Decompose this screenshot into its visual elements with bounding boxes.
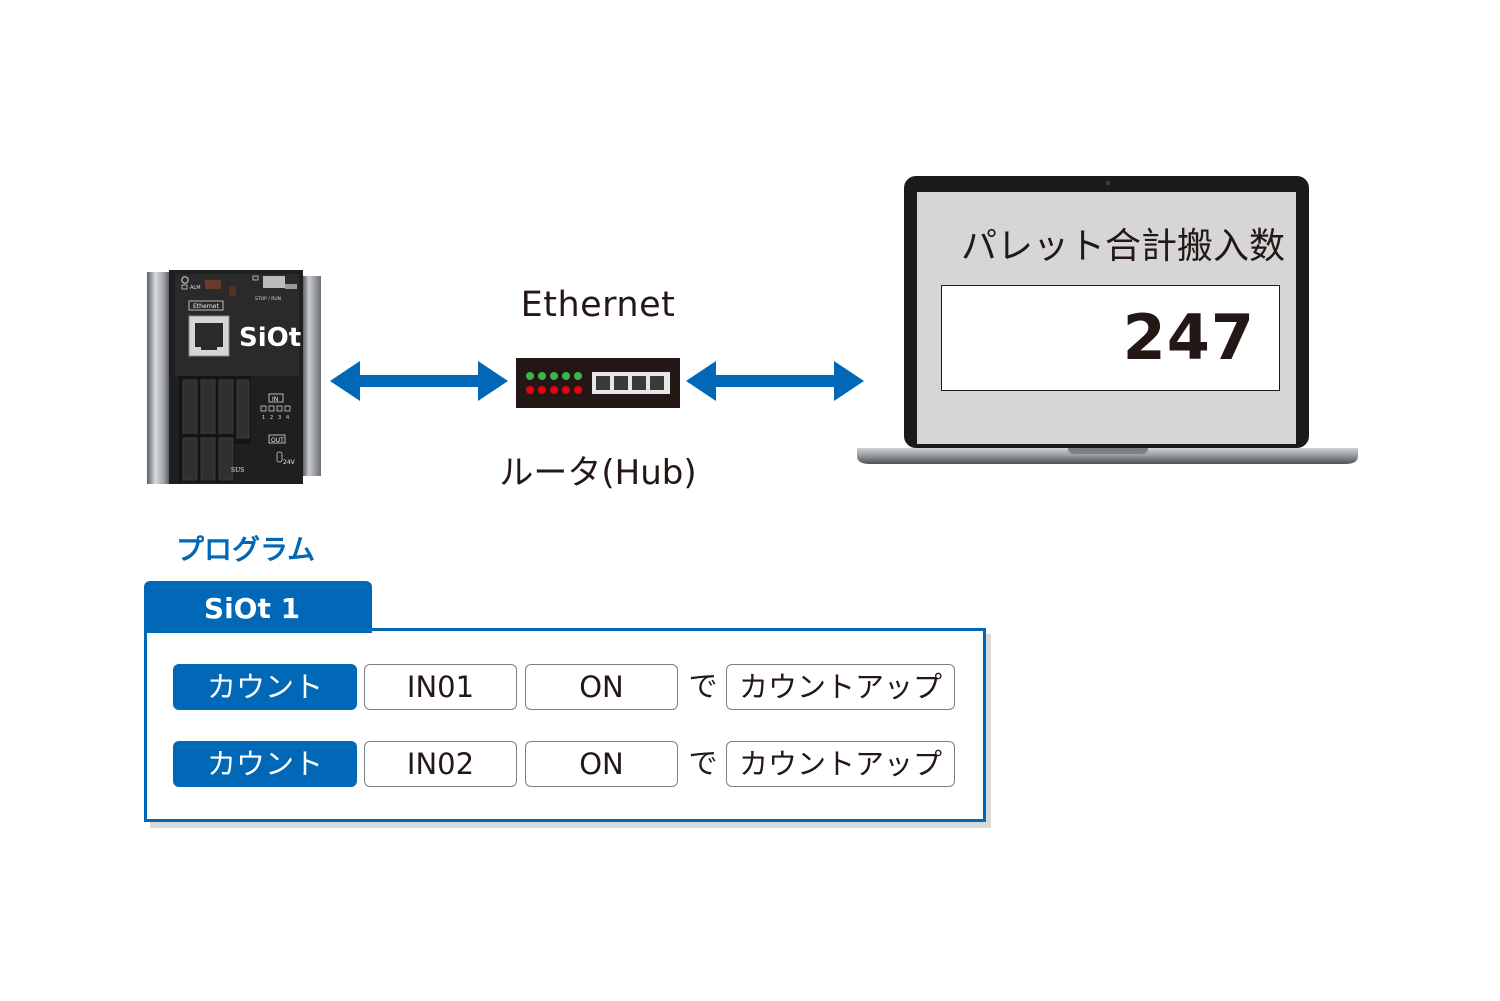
port-4-label: 4 [286,415,289,421]
stop-run-label: STOP / RUN [255,296,281,302]
input-chip[interactable]: IN02 [364,741,517,787]
result-chip[interactable]: カウントアップ [726,664,955,710]
input-chip[interactable]: IN01 [364,664,517,710]
ethernet-label: Ethernet [520,285,676,325]
program-panel [144,628,986,822]
state-chip[interactable]: ON [525,741,678,787]
port-2-label: 2 [270,415,273,421]
program-row: カウント IN02 ON で カウントアップ [173,741,963,789]
double-arrow-right [686,358,864,404]
program-heading: プログラム [176,533,316,566]
count-value: 247 [1122,301,1255,374]
particle-text: で [688,669,718,703]
router-hub-icon [516,358,680,408]
port-3-label: 3 [278,415,281,421]
out-label: OUT [271,437,284,444]
tab-siot-1[interactable]: SiOt 1 [144,581,372,633]
voltage-label: 24V [283,459,296,466]
double-arrow-left [330,358,508,404]
alm-label: ALM [190,285,201,291]
screen-title: パレット合計搬入数 [960,226,1285,267]
state-chip[interactable]: ON [525,664,678,710]
action-chip[interactable]: カウント [173,664,357,710]
in-label: IN [272,396,278,403]
particle-text: で [688,746,718,780]
siot-brand: SiOt [239,323,301,353]
count-display: 247 [941,285,1280,391]
siot-device: ALM STOP / RUN Ethernet SiOt IN [145,268,323,486]
program-row: カウント IN01 ON で カウントアップ [173,664,963,712]
maker-label: SUS [231,467,244,474]
device-ethernet-label: Ethernet [193,303,219,310]
port-1-label: 1 [262,415,265,421]
router-label: ルータ(Hub) [499,453,697,493]
action-chip[interactable]: カウント [173,741,357,787]
result-chip[interactable]: カウントアップ [726,741,955,787]
